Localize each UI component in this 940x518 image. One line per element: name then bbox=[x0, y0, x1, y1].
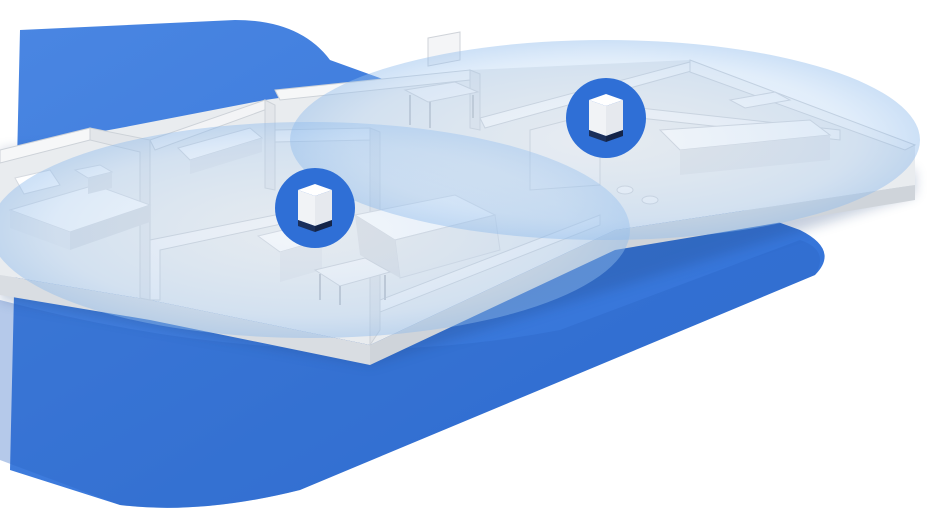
mesh-node-right bbox=[566, 78, 646, 158]
mesh-node-left bbox=[275, 168, 355, 248]
mesh-router-icon bbox=[589, 94, 623, 142]
platform-highlight bbox=[0, 240, 820, 508]
mesh-router-icon bbox=[298, 184, 332, 232]
